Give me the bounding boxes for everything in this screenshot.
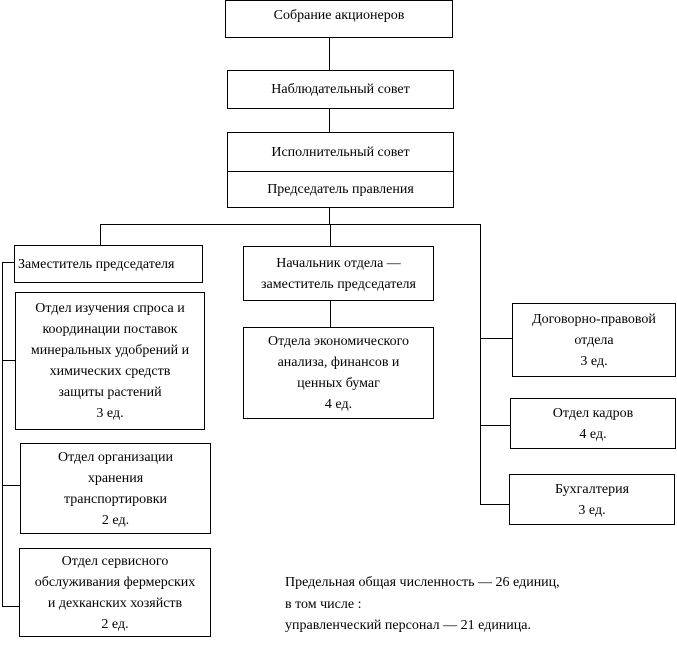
connector (2, 485, 20, 486)
connector (2, 262, 14, 263)
box-line: минеральных удобрений и (30, 343, 190, 358)
supervisory-board-box: Наблюдательный совет (227, 70, 454, 109)
deputy-box: Заместитель председателя (14, 245, 203, 283)
box-label: Наблюдательный совет (271, 82, 410, 97)
dept-demand-box: Отдел изучения спроса и координации поста… (15, 292, 205, 430)
department-head-box: Начальник отдела — заместитель председате… (243, 246, 434, 301)
connector (329, 108, 330, 132)
chairman-label: Председатель правления (267, 182, 414, 197)
staff-count: 3 ед. (580, 353, 608, 369)
connector (480, 338, 512, 339)
connector (2, 606, 19, 607)
staff-count: 3 ед. (96, 406, 124, 421)
connector (100, 224, 481, 225)
box-line: Отдел сервисного (61, 553, 169, 569)
box-line: Отдела экономического (267, 334, 410, 349)
box-line: защиты растений (58, 385, 162, 400)
box-line: хранения (87, 470, 144, 486)
connector (329, 207, 330, 224)
note-line: управленческий персонал — 21 единица. (285, 618, 531, 633)
staff-count: 4 ед. (324, 397, 353, 412)
box-line: химических средств (49, 364, 171, 379)
staff-count: 3 ед. (578, 502, 606, 518)
box-label: Заместитель председателя (18, 256, 175, 272)
box-line: транспортировки (63, 491, 168, 507)
connector (330, 224, 331, 246)
box-line: заместитель председателя (261, 276, 416, 292)
dept-economics-box: Отдела экономического анализа, финансов и… (243, 327, 434, 419)
box-line: ценных бумаг (297, 376, 380, 391)
connector (329, 37, 330, 70)
box-line: Начальник отдела — (276, 255, 401, 271)
box-line: Отдел изучения спроса и (35, 301, 185, 316)
shareholders-box: Собрание акционеров (225, 0, 453, 38)
box-line: Отдел кадров (552, 405, 634, 421)
connector (2, 262, 3, 607)
staff-count: 2 ед. (101, 616, 129, 632)
dept-accounting-box: Бухгалтерия 3 ед. (509, 474, 675, 525)
staff-count: 4 ед. (579, 426, 607, 442)
connector (480, 504, 509, 505)
dept-service-box: Отдел сервисного обслуживания фермерских и… (19, 548, 211, 637)
box-line: Договорно-правовой (532, 311, 656, 327)
box-line: Бухгалтерия (554, 481, 630, 497)
dept-storage-box: Отдел организации хранения транспортировки… (20, 443, 211, 534)
connector (2, 360, 15, 361)
connector (330, 300, 331, 327)
box-line: анализа, финансов и (277, 355, 400, 370)
box-line: отдела (574, 332, 614, 348)
executive-label: Исполнительный совет (271, 144, 410, 160)
dept-hr-box: Отдел кадров 4 ед. (510, 398, 676, 449)
executive-box: Исполнительный совет Председатель правле… (227, 132, 454, 208)
box-label: Собрание акционеров (273, 8, 405, 23)
connector (480, 425, 510, 426)
box-line: координации поставок (42, 322, 178, 337)
staff-count: 2 ед. (101, 512, 130, 528)
connector (480, 224, 481, 505)
note-line: Предельная общая численность — 26 единиц… (285, 575, 560, 590)
note-line: в том числе : (285, 597, 362, 612)
connector (100, 224, 101, 245)
dept-legal-box: Договорно-правовой отдела 3 ед. (512, 303, 676, 377)
box-line: обслуживания фермерских (34, 574, 196, 590)
box-line: Отдел организации (57, 449, 174, 465)
box-line: и дехканских хозяйств (47, 595, 183, 611)
